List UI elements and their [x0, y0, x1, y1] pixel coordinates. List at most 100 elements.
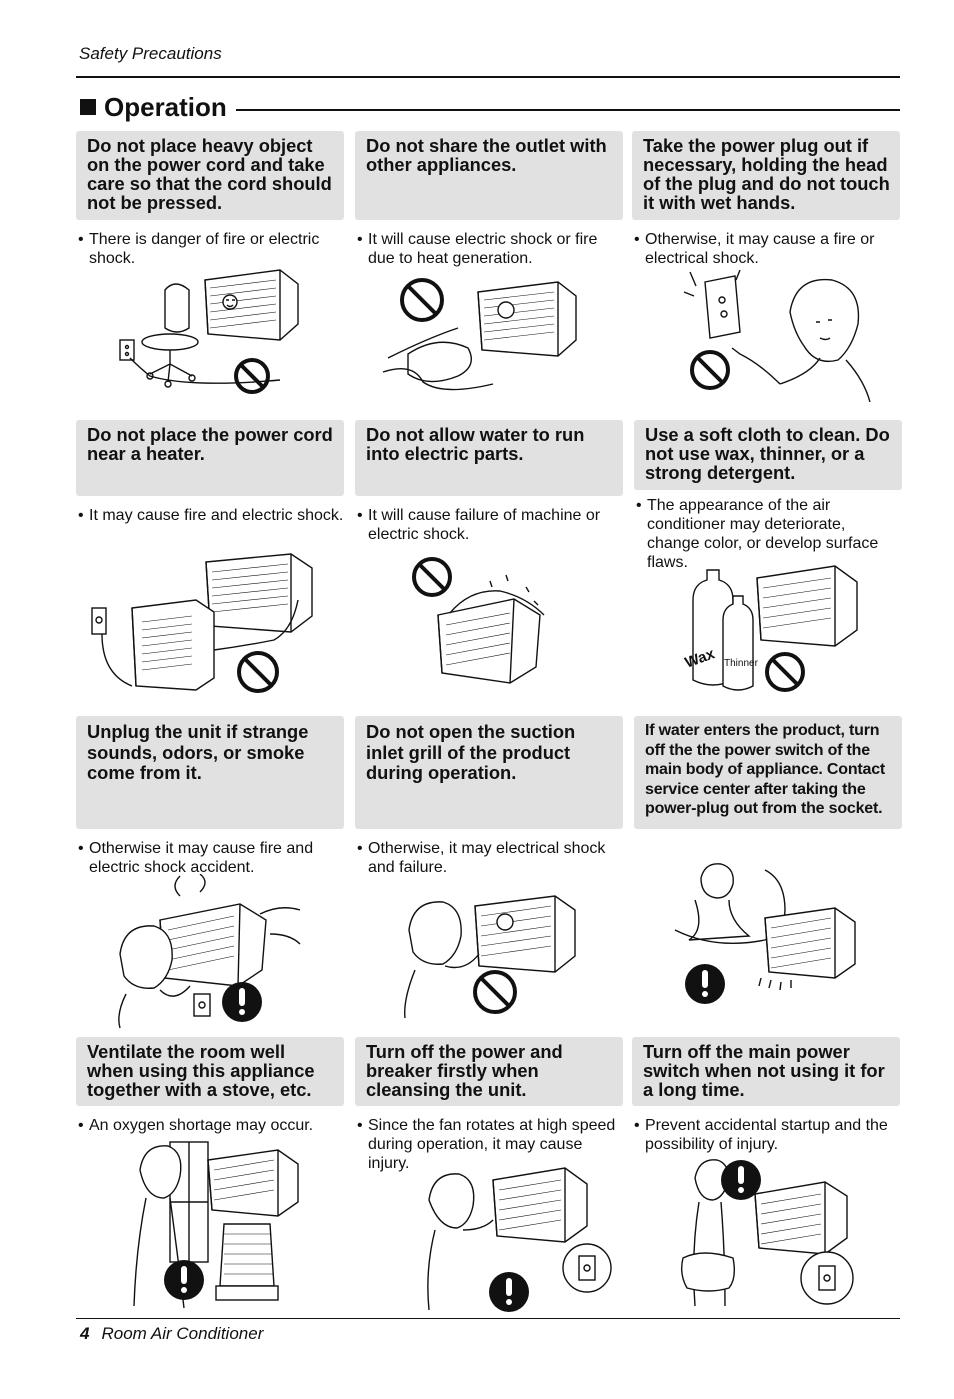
prohibition-icon — [412, 557, 452, 597]
heater-icon — [131, 599, 215, 691]
ventilate-room-illustration — [133, 1141, 299, 1309]
precaution-heading: Do not place the power cord near a heate… — [76, 420, 344, 496]
air-conditioner-icon — [159, 903, 267, 987]
plug-wet-hands-illustration — [683, 269, 871, 402]
precaution-heading: Do not allow water to run into electric … — [355, 420, 623, 496]
prohibition-icon — [237, 651, 279, 693]
page-number: 4 — [80, 1324, 90, 1343]
wall-outlet-icon — [91, 599, 299, 687]
mandatory-icon — [222, 982, 262, 1022]
precaution-heading: Do not open the suction inlet grill of t… — [355, 716, 623, 829]
precaution-note: •It will cause electric shock or fire du… — [357, 231, 598, 267]
precaution-note: •There is danger of fire or electric sho… — [78, 231, 320, 267]
footer-title: Room Air Conditioner — [101, 1324, 264, 1343]
woman-figure-icon — [404, 901, 480, 1019]
air-conditioner-icon — [754, 1181, 848, 1255]
header-rule — [76, 76, 900, 78]
wall-outlet-icon — [193, 993, 211, 1017]
wall-outlet-icon — [562, 1243, 612, 1293]
section-title: Operation — [104, 91, 227, 122]
precaution-item: Unplug the unit if strange sounds, odors… — [76, 716, 344, 877]
thinner-label: Thinner — [724, 658, 759, 669]
precaution-item: Use a soft cloth to clean. Do not use wa… — [634, 420, 902, 572]
precaution-heading: Unplug the unit if strange sounds, odors… — [76, 716, 344, 829]
woman-figure-icon — [427, 1173, 494, 1311]
mandatory-icon — [721, 1160, 761, 1200]
precaution-note: •An oxygen shortage may occur. — [78, 1117, 314, 1134]
woman-figure-icon — [731, 278, 871, 402]
air-conditioner-icon — [764, 907, 856, 979]
precaution-heading: Do not share the outlet with other appli… — [355, 131, 623, 220]
running-head: Safety Precautions — [79, 44, 222, 63]
power-off-cleaning-illustration — [427, 1167, 612, 1312]
precaution-note: •Otherwise, it may cause a fire or elect… — [634, 231, 875, 267]
prohibition-icon — [473, 970, 517, 1014]
air-conditioner-icon — [756, 565, 858, 647]
air-conditioner-icon — [477, 281, 577, 357]
air-conditioner-icon — [207, 1149, 299, 1217]
chair-icon — [141, 283, 199, 388]
section-heading: Operation — [80, 92, 227, 122]
wall-socket-icon — [683, 269, 741, 339]
precaution-item: Do not place heavy object on the power c… — [76, 131, 344, 268]
air-conditioner-icon — [205, 553, 313, 633]
heavy-object-on-cord-illustration — [119, 269, 299, 394]
shared-outlet-illustration — [382, 278, 577, 391]
precaution-heading: Ventilate the room well when using this … — [76, 1037, 344, 1106]
precaution-note: •Prevent accidental startup and the poss… — [634, 1117, 888, 1153]
water-into-parts-illustration — [412, 557, 545, 684]
precaution-note: •It will cause failure of machine or ele… — [357, 507, 601, 543]
precaution-note: •It may cause fire and electric shock. — [78, 507, 344, 524]
precaution-item: Do not allow water to run into electric … — [355, 420, 623, 544]
precaution-item: Do not open the suction inlet grill of t… — [355, 716, 623, 877]
woman-figure-icon — [118, 925, 191, 1029]
air-conditioner-icon — [492, 1167, 588, 1243]
air-conditioner-icon — [437, 598, 541, 684]
prohibition-icon — [400, 278, 444, 322]
prohibition-icon — [690, 350, 730, 390]
precaution-note: •Since the fan rotates at high speed dur… — [357, 1117, 616, 1172]
cord-near-heater-illustration — [91, 553, 313, 693]
footer-rule — [76, 1318, 900, 1319]
mandatory-icon — [164, 1260, 204, 1300]
woman-with-bag-icon — [680, 1159, 736, 1307]
section-square-icon — [80, 99, 96, 115]
smoke-icon — [174, 874, 301, 945]
precaution-item: If water enters the product, turn off th… — [634, 716, 902, 829]
precaution-item: Do not share the outlet with other appli… — [355, 131, 623, 268]
mandatory-icon — [489, 1272, 529, 1312]
precaution-item: Turn off the power and breaker firstly w… — [355, 1037, 623, 1173]
precaution-note: •The appearance of the air conditioner m… — [636, 497, 879, 571]
woman-figure-icon — [133, 1145, 185, 1309]
precaution-heading: Take the power plug out if necessary, ho… — [632, 131, 900, 220]
air-conditioner-icon — [474, 895, 576, 973]
precaution-note: •Otherwise, it may electrical shock and … — [357, 840, 606, 876]
section-title-rule — [236, 109, 900, 111]
precaution-heading: Turn off the main power switch when not … — [632, 1037, 900, 1106]
prohibition-icon — [765, 652, 805, 692]
air-conditioner-icon — [204, 269, 299, 341]
precaution-item: Do not place the power cord near a heate… — [76, 420, 344, 525]
precaution-item: Ventilate the room well when using this … — [76, 1037, 344, 1135]
precaution-heading: Use a soft cloth to clean. Do not use wa… — [634, 420, 902, 490]
precaution-item: Turn off the main power switch when not … — [632, 1037, 900, 1154]
prohibition-icon — [234, 358, 270, 394]
stove-icon — [215, 1223, 279, 1301]
water-enters-product-illustration — [674, 863, 856, 1004]
soft-cloth-clean-illustration: Wax Thinner — [683, 565, 858, 692]
suction-inlet-grill-illustration — [404, 895, 576, 1019]
thinner-bottle-icon: Thinner — [722, 595, 759, 691]
unplug-strange-sounds-illustration — [118, 874, 301, 1029]
precaution-note: •Otherwise it may cause fire and electri… — [78, 840, 314, 876]
page-footer: 4 Room Air Conditioner — [80, 1324, 263, 1344]
precaution-heading: If water enters the product, turn off th… — [634, 716, 902, 829]
wall-outlet-icon — [800, 1251, 854, 1305]
precaution-item: Take the power plug out if necessary, ho… — [632, 131, 900, 268]
power-strip-icon — [382, 327, 494, 391]
water-splash-icon — [449, 574, 545, 616]
precaution-heading: Turn off the power and breaker firstly w… — [355, 1037, 623, 1106]
long-time-power-off-illustration — [680, 1159, 854, 1307]
precaution-heading: Do not place heavy object on the power c… — [76, 131, 344, 220]
mandatory-icon — [685, 964, 725, 1004]
water-drops-icon — [758, 977, 792, 991]
